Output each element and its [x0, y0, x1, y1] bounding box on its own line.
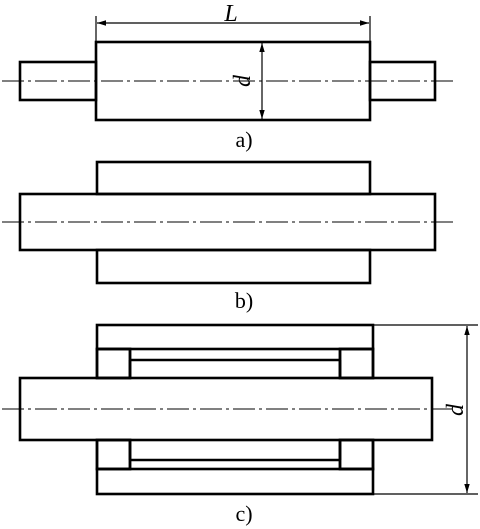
panel-b: b) — [2, 160, 455, 313]
panel-c-bearing-left-top — [95, 347, 132, 380]
panel-c-diameter-label: d — [443, 403, 469, 416]
panel-c-bearing-right-top — [338, 347, 375, 380]
panel-c-bearing-right-bottom — [338, 438, 375, 471]
panel-b-sleeve-bottom — [95, 248, 372, 285]
panel-b-caption: b) — [235, 288, 253, 313]
panel-c-caption: c) — [235, 501, 252, 526]
panel-c-shell-right-bottom-wall — [338, 438, 375, 471]
panel-c-shell-right-top-wall — [338, 347, 375, 380]
panel-c-shell-top — [95, 323, 375, 351]
panel-c-bearing-left-bottom — [95, 438, 132, 471]
panel-c-shell-left-top-wall — [95, 347, 132, 380]
panel-a-caption: a) — [235, 127, 252, 152]
panel-a-length-label: L — [223, 1, 237, 27]
panel-c: d c) — [2, 323, 478, 526]
panel-a: L d a) — [2, 1, 455, 152]
panel-a-diameter-label: d — [230, 74, 256, 87]
panel-c-shell-left-bottom-wall — [95, 438, 132, 471]
panel-c-shell-bottom — [95, 467, 375, 496]
panel-b-sleeve-top — [95, 160, 372, 196]
